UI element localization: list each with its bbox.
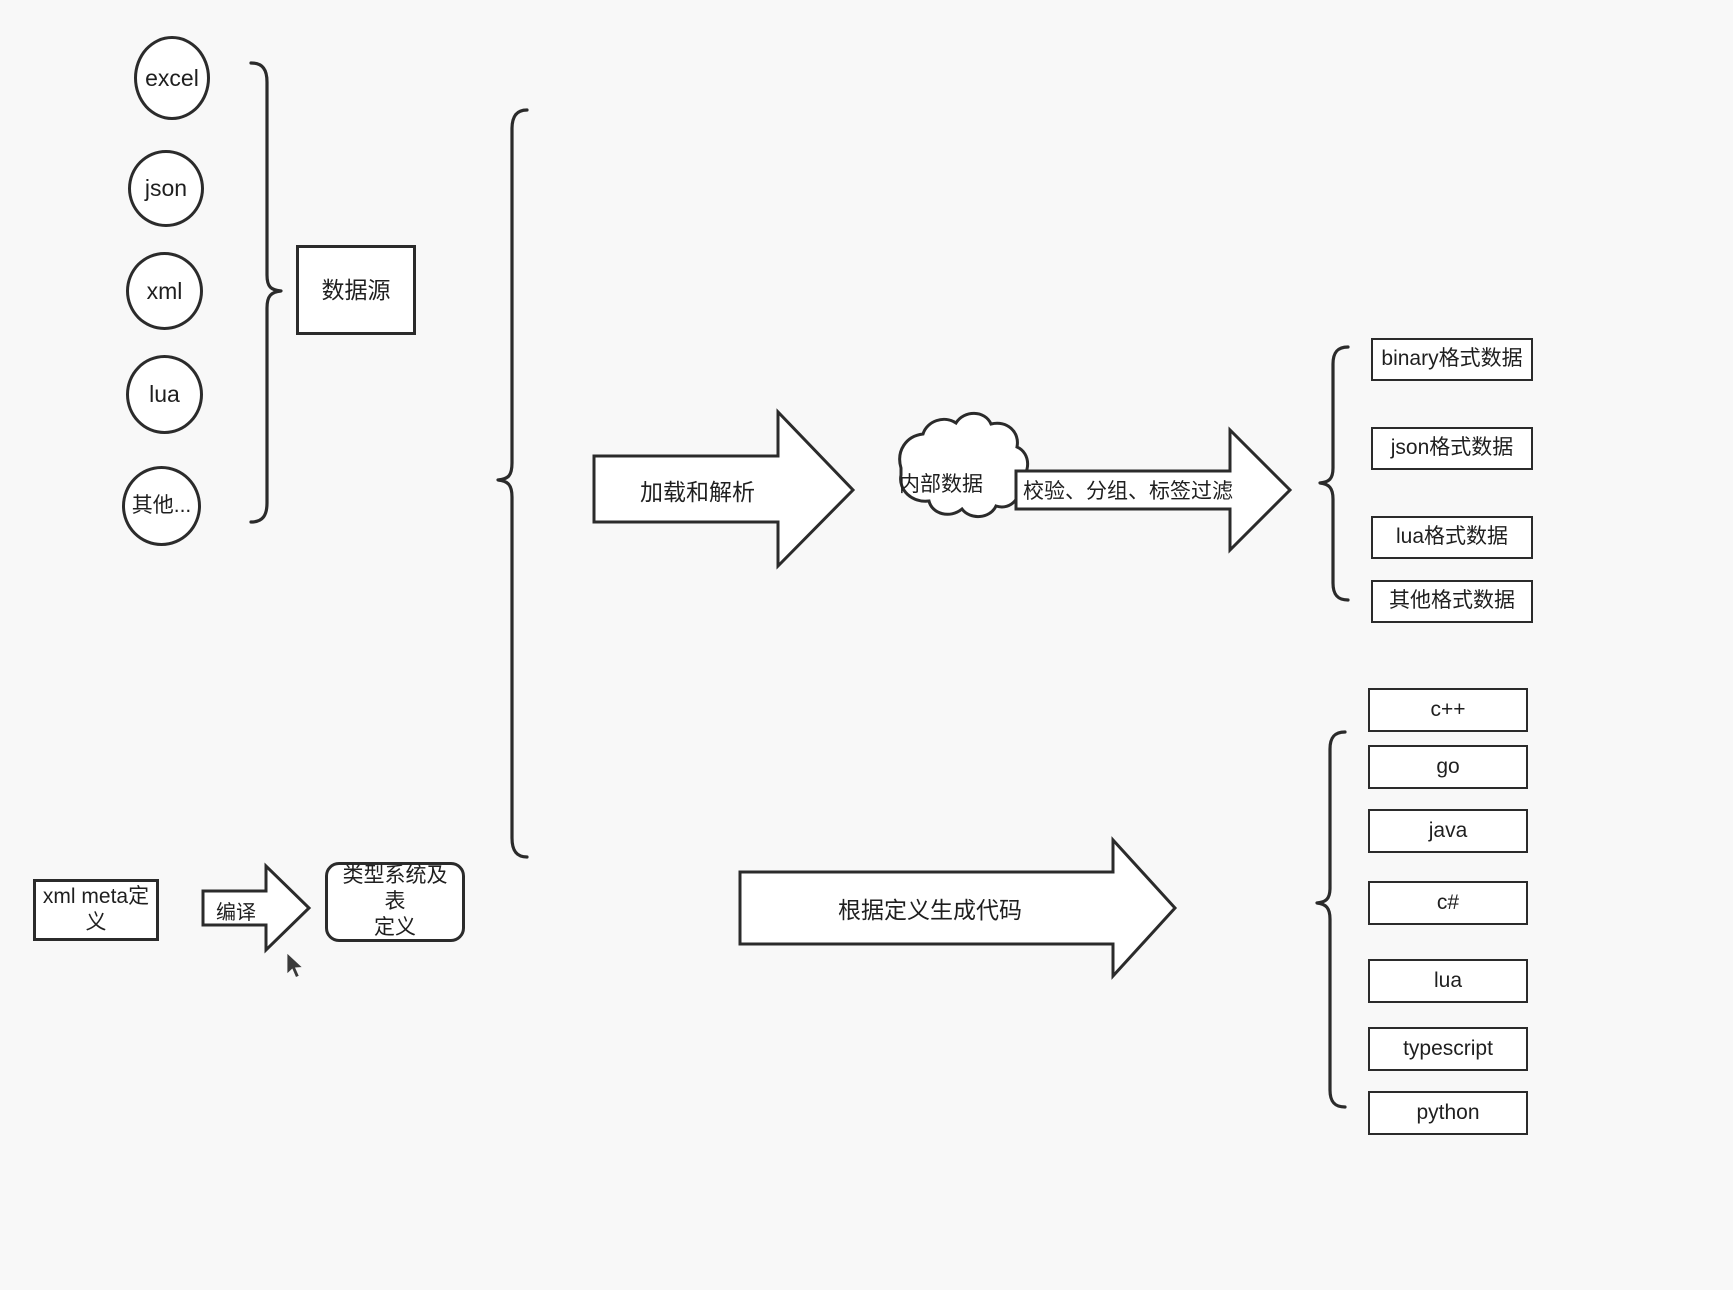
output-language-cpp[interactable]: c++ — [1368, 688, 1528, 732]
output-language-label: python — [1416, 1100, 1480, 1124]
output-language-java[interactable]: java — [1368, 809, 1528, 853]
type-system-line1: 类型系统及表 — [342, 863, 448, 913]
source-node-label: excel — [145, 64, 199, 91]
output-language-csharp[interactable]: c# — [1368, 881, 1528, 925]
output-language-typescript[interactable]: typescript — [1368, 1027, 1528, 1071]
codegen-arrow — [738, 836, 1178, 980]
output-language-label: typescript — [1403, 1036, 1493, 1060]
data-source-label: 数据源 — [321, 276, 391, 303]
validate-group-filter-arrow — [1014, 426, 1293, 554]
data-source-box[interactable]: 数据源 — [296, 245, 416, 335]
compile-arrow — [201, 862, 312, 954]
output-language-label: c# — [1436, 890, 1460, 914]
output-format-lua[interactable]: lua格式数据 — [1371, 516, 1533, 559]
output-format-label: lua格式数据 — [1395, 525, 1509, 549]
output-format-label: json格式数据 — [1390, 436, 1514, 460]
output-language-label: java — [1428, 818, 1468, 842]
source-node-label: xml — [146, 277, 183, 304]
output-language-go[interactable]: go — [1368, 745, 1528, 789]
output-language-lua[interactable]: lua — [1368, 959, 1528, 1003]
source-node-other[interactable]: 其他... — [122, 466, 201, 546]
xml-meta-definition-box[interactable]: xml meta定 义 — [33, 879, 159, 941]
internal-data-cloud — [898, 411, 1030, 518]
type-system-box[interactable]: 类型系统及表 定义 — [325, 862, 465, 942]
data-formats-brace — [1318, 345, 1350, 602]
output-format-label: 其他格式数据 — [1389, 589, 1515, 613]
type-system-line2: 定义 — [374, 916, 416, 940]
source-node-label: 其他... — [131, 493, 192, 517]
output-format-binary[interactable]: binary格式数据 — [1371, 338, 1533, 381]
xml-meta-definition-label: xml meta定 义 — [43, 884, 149, 937]
type-system-label: 类型系统及表 定义 — [334, 863, 456, 942]
output-format-label: binary格式数据 — [1381, 347, 1523, 371]
sources-brace — [249, 61, 283, 524]
source-node-xml[interactable]: xml — [126, 252, 203, 330]
output-language-label: c++ — [1430, 697, 1466, 721]
source-node-lua[interactable]: lua — [126, 355, 203, 434]
xml-meta-definition-line2: 义 — [85, 911, 107, 934]
source-node-label: lua — [149, 381, 180, 408]
languages-brace — [1315, 730, 1347, 1109]
source-node-excel[interactable]: excel — [134, 36, 210, 120]
load-parse-arrow — [592, 408, 856, 570]
output-format-json[interactable]: json格式数据 — [1371, 427, 1533, 470]
source-node-label: json — [144, 175, 188, 202]
source-node-json[interactable]: json — [128, 150, 204, 227]
output-language-label: go — [1436, 754, 1460, 778]
xml-meta-definition-line1: xml meta定 — [42, 884, 150, 908]
output-format-other[interactable]: 其他格式数据 — [1371, 580, 1533, 623]
output-language-python[interactable]: python — [1368, 1091, 1528, 1135]
output-language-label: lua — [1433, 968, 1463, 992]
pipeline-input-brace — [496, 108, 529, 859]
